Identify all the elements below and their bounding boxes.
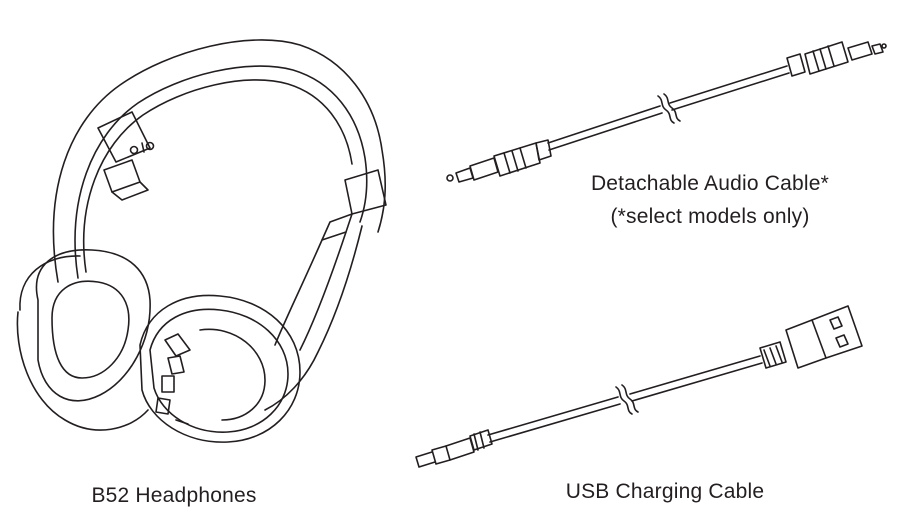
cup-control-buttons (156, 334, 190, 424)
usb-cable-caption: USB Charging Cable (565, 480, 765, 503)
audio-cable-illustration (447, 42, 886, 182)
audio-cable-caption: Detachable Audio Cable* (590, 172, 830, 195)
audio-cable-note: (*select models only) (610, 205, 810, 228)
power-icon (131, 143, 154, 154)
headphones-caption: B52 Headphones (91, 484, 257, 507)
usb-cable-illustration (416, 306, 862, 467)
headphones-illustration (17, 40, 386, 442)
